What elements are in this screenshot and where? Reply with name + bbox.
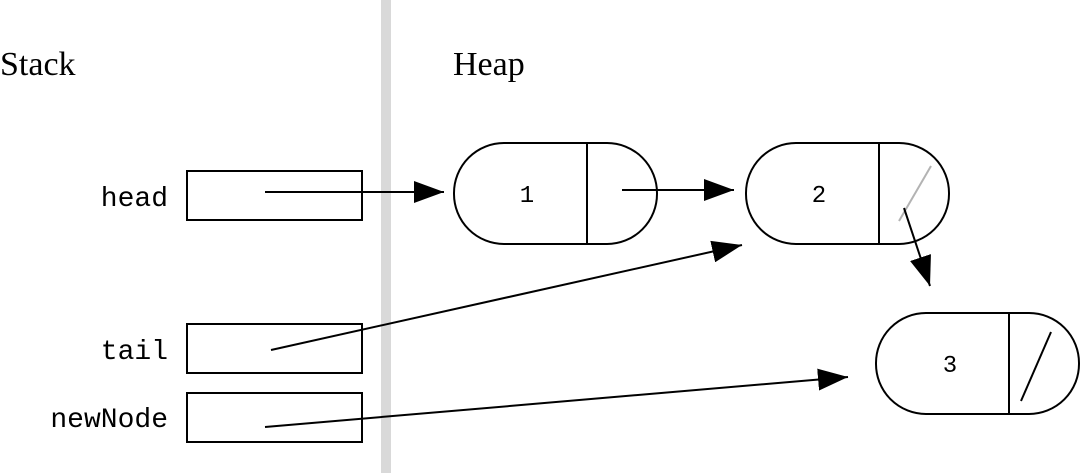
variable-box-head [186,170,363,221]
pointer-tail-to-node-2 [270,240,743,351]
variable-box-newnode [186,392,363,443]
pointer-node-2-to-node-3 [903,207,931,287]
stack-variable-tail: tail [101,323,363,374]
heap-node-3: 3 [875,312,1080,415]
node-1-shape [453,142,658,245]
stack-title: Stack [0,46,76,83]
pointer-newnode-to-node-3 [264,368,849,428]
variable-label-head: head [101,184,168,215]
heap-title: Heap [453,46,525,83]
variable-label-newnode: newNode [50,405,168,436]
node-3-null-slash [1020,331,1052,402]
variable-label-tail: tail [101,337,168,368]
stack-variable-head: head [101,170,363,221]
node-2-value: 2 [812,183,826,210]
heap-node-2: 2 [745,142,950,245]
node-1-value: 1 [520,183,534,210]
stack-heap-separator [381,0,391,473]
heap-node-1: 1 [453,142,658,245]
node-3-value: 3 [943,353,957,380]
node-2-shape [745,142,950,245]
stack-variable-newnode: newNode [50,392,363,443]
node-3-shape [875,312,1080,415]
